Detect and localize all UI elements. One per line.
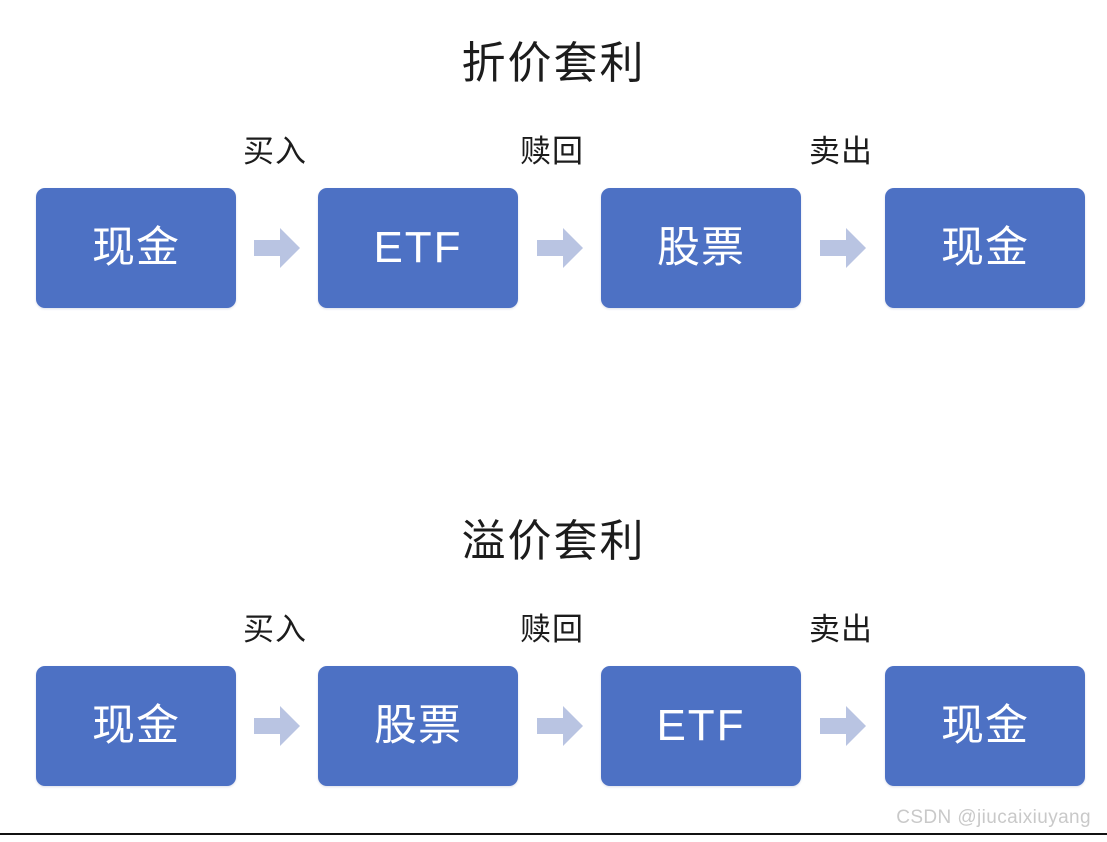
right-arrow-icon — [537, 706, 583, 746]
edge-label-buy-discount: 买入 — [243, 134, 307, 169]
node-label-premium-3: 现金 — [941, 701, 1029, 750]
watermark-text: CSDN @jiucaixiuyang — [896, 807, 1091, 828]
right-arrow-icon — [537, 228, 583, 268]
section-title-discount: 折价套利 — [461, 39, 646, 88]
node-discount-1: ETF — [318, 188, 518, 308]
right-arrow-icon — [254, 228, 300, 268]
flow-premium: 买入 赎回 卖出 现金 股票 ETF 现金 — [0, 614, 1107, 814]
node-label-premium-2: ETF — [656, 701, 746, 750]
right-arrow-icon — [820, 228, 866, 268]
section-premium-arbitrage: 溢价套利 买入 赎回 卖出 现金 股票 ETF 现金 — [0, 478, 1107, 814]
node-premium-0: 现金 — [36, 666, 236, 786]
node-discount-0: 现金 — [36, 188, 236, 308]
footer-divider — [0, 833, 1107, 835]
section-title-premium: 溢价套利 — [461, 517, 646, 566]
edge-label-redeem-premium: 赎回 — [520, 612, 584, 647]
edge-label-redeem-discount: 赎回 — [520, 134, 584, 169]
right-arrow-icon — [254, 706, 300, 746]
node-label-discount-0: 现金 — [92, 223, 180, 272]
node-premium-3: 现金 — [885, 666, 1085, 786]
flow-discount: 买入 赎回 卖出 现金 ETF 股票 现金 — [0, 136, 1107, 336]
node-premium-1: 股票 — [318, 666, 518, 786]
node-label-discount-1: ETF — [373, 223, 463, 272]
node-discount-3: 现金 — [885, 188, 1085, 308]
node-label-discount-2: 股票 — [657, 223, 745, 272]
node-premium-2: ETF — [601, 666, 801, 786]
edge-label-sell-discount: 卖出 — [809, 134, 873, 169]
section-discount-arbitrage: 折价套利 买入 赎回 卖出 现金 ETF 股票 现金 — [0, 0, 1107, 336]
edge-label-sell-premium: 卖出 — [809, 612, 873, 647]
node-label-premium-0: 现金 — [92, 701, 180, 750]
node-label-premium-1: 股票 — [374, 701, 462, 750]
node-discount-2: 股票 — [601, 188, 801, 308]
edge-label-buy-premium: 买入 — [243, 612, 307, 647]
node-label-discount-3: 现金 — [941, 223, 1029, 272]
right-arrow-icon — [820, 706, 866, 746]
